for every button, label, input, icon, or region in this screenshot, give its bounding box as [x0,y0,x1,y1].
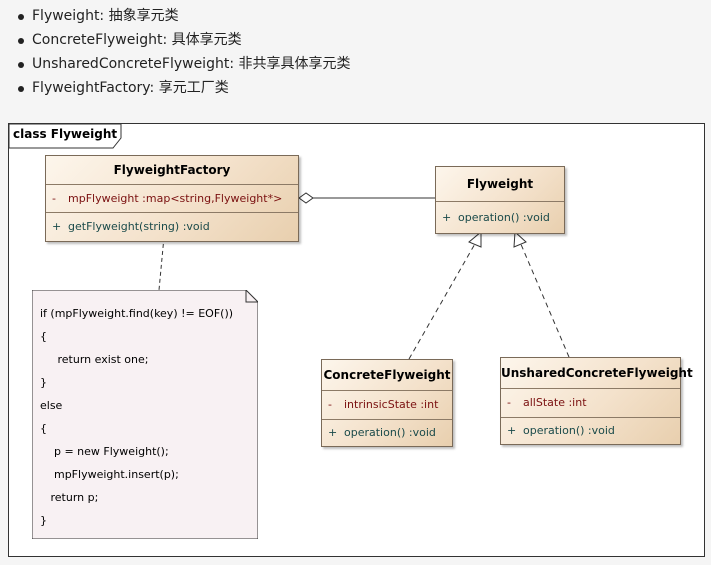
operation-text: operation() :void [458,211,550,224]
class-name: Flyweight [436,167,564,202]
class-flyweight: Flyweight + operation() :void [435,166,565,234]
bullet-item: UnsharedConcreteFlyweight: 非共享具体享元类 [18,52,351,76]
class-concreteflyweight: ConcreteFlyweight -intrinsicState :int +… [321,359,453,447]
aggregation-diamond [298,192,314,204]
attribute-row: -allState :int [501,389,680,417]
operation-text: getFlyweight(string) :void [68,220,210,233]
note-line: else [40,399,63,412]
attribute-row: -mpFlyweight :map<string,Flyweight*> [46,185,298,212]
attribute-row: -intrinsicState :int [322,391,452,419]
class-name: FlyweightFactory [46,156,298,185]
bullet-text: UnsharedConcreteFlyweight: 非共享具体享元类 [32,56,351,72]
operation-row: + operation() :void [436,202,564,233]
visibility-marker: + [442,211,452,224]
attribute-text: intrinsicState :int [344,398,439,411]
bullet-text: Flyweight: 抽象享元类 [32,8,179,24]
note-line: { [40,330,47,343]
connectors [158,192,570,360]
note-line: } [40,514,47,527]
note-line: return exist one; [40,353,149,366]
attributes-section: -intrinsicState :int [322,391,452,420]
operations-section: + operation() :void [501,418,680,444]
bullet-item: FlyweightFactory: 享元工厂类 [18,76,351,100]
visibility-marker: + [328,426,338,439]
bullet-text: ConcreteFlyweight: 具体享元类 [32,32,242,48]
note-line: mpFlyweight.insert(p); [40,468,179,481]
note-line: if (mpFlyweight.find(key) != EOF()) [40,307,234,320]
bullet-text: FlyweightFactory: 享元工厂类 [32,80,229,96]
operation-text: operation() :void [344,426,436,439]
visibility-marker: + [507,424,517,437]
attributes-section: -mpFlyweight :map<string,Flyweight*> [46,185,298,213]
operation-row: + operation() :void [322,420,452,446]
bullet-list: Flyweight: 抽象享元类 ConcreteFlyweight: 具体享元… [18,4,351,100]
class-unsharedconcreteflyweight: UnsharedConcreteFlyweight -allState :int… [500,357,693,445]
visibility-marker: - [507,396,511,409]
uml-diagram-frame: class Flyweight FlyweightFactory -mpFlyw… [8,123,705,557]
note-line: } [40,376,47,389]
attributes-section: -allState :int [501,389,680,418]
note-shape [32,290,258,539]
operation-row: + operation() :void [501,418,680,444]
class-flyweightfactory: FlyweightFactory -mpFlyweight :map<strin… [45,155,299,242]
visibility-marker: - [328,398,332,411]
realization-line-concrete [408,241,477,360]
note-line: p = new Flyweight(); [40,445,169,458]
bullet-dot [18,86,24,92]
realization-arrowhead-unshared [513,230,527,248]
visibility-marker: + [52,220,62,233]
frame-title: class Flyweight [13,127,118,141]
note-anchor-line [158,236,165,291]
operation-row: + getFlyweight(string) :void [46,213,298,241]
operation-text: operation() :void [523,424,615,437]
bullet-dot [18,62,24,68]
note-line: return p; [40,491,99,504]
class-name: ConcreteFlyweight [322,360,452,391]
visibility-marker: - [52,192,56,205]
operations-section: + getFlyweight(string) :void [46,213,298,241]
realization-line-unshared [519,241,570,358]
attribute-text: allState :int [523,396,587,409]
bullet-item: ConcreteFlyweight: 具体享元类 [18,28,351,52]
operations-section: + operation() :void [436,202,564,233]
frame-tab [9,124,122,149]
bullet-item: Flyweight: 抽象享元类 [18,4,351,28]
note-line: { [40,422,47,435]
bullet-dot [18,38,24,44]
code-note: if (mpFlyweight.find(key) != EOF()) { re… [32,290,258,539]
realization-arrowhead-concrete [468,230,482,248]
class-name: UnsharedConcreteFlyweight [501,358,693,389]
attribute-text: mpFlyweight :map<string,Flyweight*> [68,192,283,205]
bullet-dot [18,14,24,20]
operations-section: + operation() :void [322,420,452,446]
